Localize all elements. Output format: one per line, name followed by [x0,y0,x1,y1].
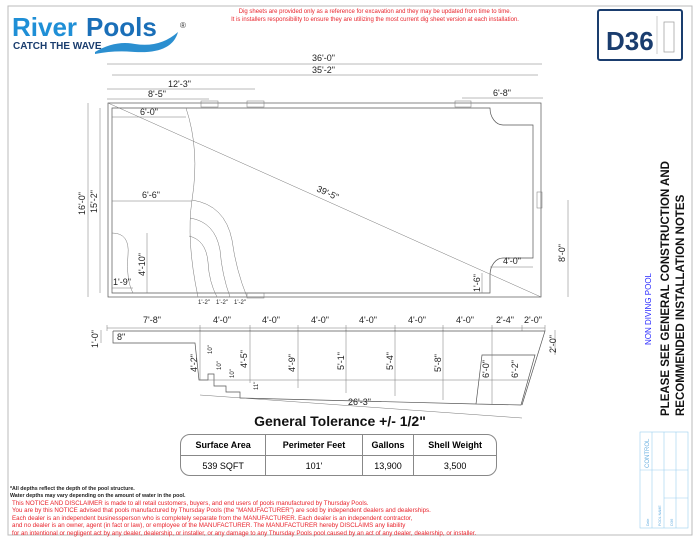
gallons-value: 13,900 [363,456,415,475]
dim-swimout-length: 4'-10" [137,253,147,276]
return [246,292,265,299]
notice-line: You are by this NOTICE advised that pool… [12,507,431,515]
shell-weight-value: 3,500 [443,460,467,471]
notice-line: Each dealer is an independent businesspe… [12,514,413,522]
notice-line: for an intentional or negligent act by a… [12,529,477,537]
dim-overall-length: 36'-0" [312,53,335,63]
dim-depth: 6'-2" [510,360,520,378]
plan-view: 36'-0" 35'-2" 12'-3" 8'-5" 6'-8" 6'-0" 6… [77,53,569,306]
dim-step-tread: 1'-2" [216,300,228,306]
control-label: CONTROL [645,438,651,468]
dim-depth: 4'-9" [287,354,297,372]
dim-right-width: 8'-0" [557,244,567,262]
general-tolerance: General Tolerance +/- 1/2" [254,413,426,429]
dim-step-width: 6'-6" [142,190,160,200]
dim-segment: 4'-0" [359,315,377,325]
dim-depth: 4'-5" [239,350,249,368]
disclaimer-line: It is installers responsibility to ensur… [231,17,519,23]
dim-segment: 7'-8" [143,315,161,325]
header-surface-area: Surface Area [181,435,267,456]
dim-diagonal: 39'-5" [315,184,340,202]
title-block: CONTROL Date POOL NAME D36 [639,431,689,529]
dim-corner-seat: 4'-0" [503,256,521,266]
model-badge: D36 [597,9,683,61]
dim-step-depth: 4'-2" [189,354,199,372]
dim-deep-bench: 2'-0" [548,335,558,353]
dim-overall-width: 16'-0" [77,192,87,215]
header-shell-weight: Shell Weight [414,435,496,456]
return [536,191,543,209]
dim-riser: 10" [217,361,223,370]
dig-sheet-disclaimer: Dig sheets are provided only as a refere… [180,8,570,24]
depth-footnote: *All depths reflect the depth of the poo… [10,486,186,499]
dim-segment: 2'-0" [524,315,542,325]
perimeter-value: 101' [266,456,363,475]
dim-riser: 10" [230,369,236,378]
wave-icon [95,32,178,54]
non-diving-label: NON DIVING POOL [644,272,653,345]
disclaimer-line: Dig sheets are provided only as a refere… [238,9,512,15]
skimmer [200,100,219,108]
dim-depth: 5'-4" [385,352,395,370]
surface-area-value: 539 SQFT [181,456,267,475]
header-gallons: Gallons [362,435,415,456]
footnote-line: *All depths reflect the depth of the poo… [10,486,135,492]
dim-segment: 4'-0" [456,315,474,325]
dim-segment: 4'-0" [262,315,280,325]
svg-text:Pools: Pools [86,12,157,42]
dim-riser: 10" [208,345,214,354]
dim-corner-seat-depth: 1'-6" [472,274,482,292]
svg-text:River: River [12,12,77,42]
dim-bench-depth: 6'-0" [140,107,158,117]
dim-inside-length: 35'-2" [312,65,335,75]
notice-line: and no dealer is an owner, agent (in fac… [12,522,406,530]
pool-name-label: POOL NAME [658,505,662,526]
dim-swimout-width: 1'-9" [113,277,131,287]
dim-depth: 6'-0" [481,360,491,378]
dim-riser-last: 11" [254,382,260,390]
pool-shape-icon [663,21,675,53]
date-label: Date [646,519,650,526]
dim-floor-length: 26'-3" [348,397,371,407]
svg-text:CATCH THE WAVE: CATCH THE WAVE [13,41,102,52]
construction-note-line1: PLEASE SEE GENERAL CONSTRUCTION AND [660,161,672,416]
dim-segment: 4'-0" [408,315,426,325]
dim-skimmer-1: 8'-5" [148,89,166,99]
footnote-line: Water depths may vary depending on the a… [10,492,186,499]
svg-text:®: ® [180,21,186,30]
profile-view: 7'-8" 4'-0" 4'-0" 4'-0" 4'-0" 4'-0" 4'-0… [90,315,558,419]
dim-inside-width: 15'-2" [89,190,99,213]
header-perimeter: Perimeter Feet [266,435,363,456]
dim-skimmer-2: 12'-3" [168,79,191,89]
construction-note-line2: RECOMMENDED INSTALLATION NOTES [675,194,687,416]
dim-step-tread: 1'-2" [234,300,246,306]
dim-step-tread: 1'-2" [198,300,210,306]
dim-shelf-depth: 1'-0" [90,330,100,348]
skimmer [246,100,265,108]
dim-segment: 4'-0" [311,315,329,325]
dim-segment: 2'-4" [496,315,514,325]
dim-depth: 5'-1" [336,352,346,370]
diagonal-line [107,102,542,298]
dim-shelf-step: 8" [117,332,125,342]
table-row: 539 SQFT 101' 13,900 3,500 [181,456,496,475]
svg-text:D36: D36 [606,26,654,56]
skimmer [454,100,472,108]
dim-segment: 4'-0" [213,315,231,325]
notice-line: This NOTICE AND DISCLAIMER is made to al… [12,500,369,507]
pool-name-value: D36 [669,518,674,526]
dim-depth: 5'-8" [433,354,443,372]
river-pools-logo: River Pools ® CATCH THE WAVE [12,12,186,54]
dim-right-skimmer: 6'-8" [493,88,511,98]
page-frame [7,5,693,536]
table-header-row: Surface Area Perimeter Feet Gallons Shel… [181,435,496,456]
notice-disclaimer: This NOTICE AND DISCLAIMER is made to al… [12,500,476,537]
specs-table: Surface Area Perimeter Feet Gallons Shel… [180,434,497,476]
